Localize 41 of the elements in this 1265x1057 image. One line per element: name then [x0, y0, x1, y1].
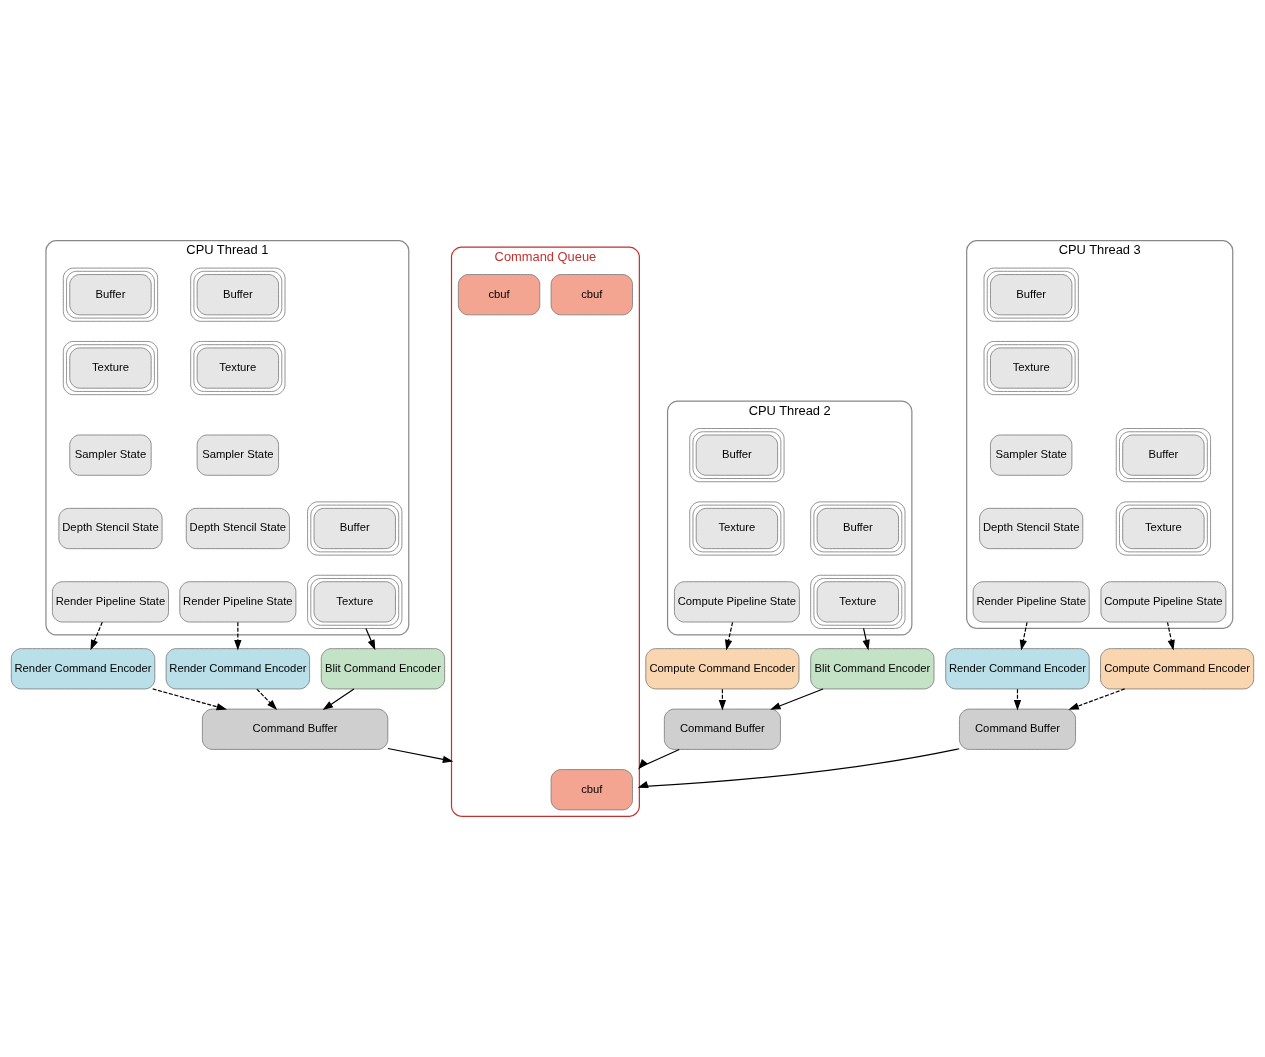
- node-box: Compute Command Encoder: [1100, 648, 1255, 690]
- node-box: Command Buffer: [959, 708, 1076, 750]
- node-box: cbuf: [457, 274, 541, 316]
- arrow: [365, 627, 376, 651]
- node-box: Render Command Encoder: [165, 648, 310, 690]
- arrow: [1166, 621, 1175, 651]
- node-box: Compute Command Encoder: [645, 648, 800, 690]
- node-box: Sampler State: [990, 434, 1073, 476]
- node-box: Command Buffer: [201, 708, 389, 750]
- arrow: [1013, 688, 1022, 711]
- arrow: [770, 688, 824, 710]
- arrow: [1068, 688, 1126, 710]
- arrow: [256, 688, 278, 711]
- node-box: Render Pipeline State: [179, 581, 297, 623]
- node-box: Compute Pipeline State: [674, 581, 800, 623]
- arrow: [862, 627, 870, 651]
- arrow: [234, 621, 242, 651]
- node-box: Blit Command Encoder: [810, 648, 935, 690]
- node-box: Depth Stencil State: [979, 507, 1084, 550]
- node-box: Render Command Encoder: [10, 648, 156, 690]
- arrow: [90, 621, 103, 651]
- arrow: [637, 748, 960, 788]
- node-box: cbuf: [550, 769, 633, 811]
- arrow: [725, 621, 734, 651]
- arrow: [387, 747, 454, 763]
- node-box: Render Pipeline State: [972, 581, 1090, 623]
- arrow: [322, 688, 355, 711]
- arrow: [638, 748, 680, 770]
- arrow: [1019, 621, 1028, 651]
- node-box: Sampler State: [196, 434, 279, 476]
- node-box: cbuf: [550, 274, 633, 316]
- node-box: Blit Command Encoder: [320, 648, 446, 690]
- arrow: [718, 688, 727, 711]
- node-box: Render Pipeline State: [52, 581, 169, 623]
- node-box: Depth Stencil State: [58, 507, 163, 550]
- node-box: Render Command Encoder: [945, 648, 1090, 690]
- arrow: [152, 688, 228, 711]
- node-box: Compute Pipeline State: [1100, 581, 1227, 623]
- node-box: Command Buffer: [663, 708, 781, 750]
- node-box: Depth Stencil State: [185, 507, 290, 550]
- node-box: Sampler State: [69, 434, 152, 476]
